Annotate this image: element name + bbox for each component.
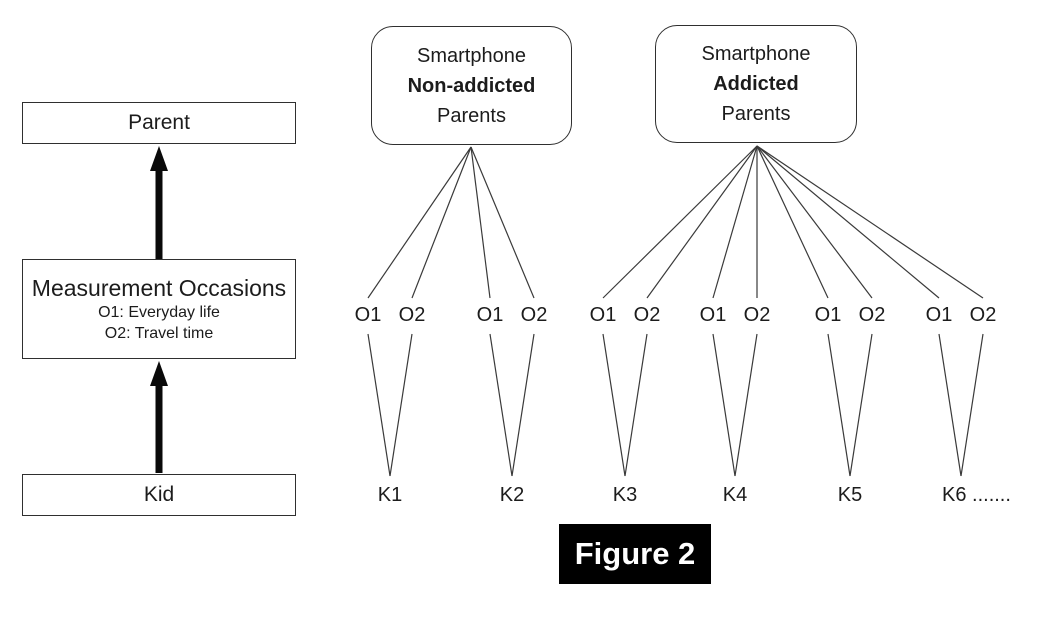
occasion-label-k5-o1: O1 bbox=[814, 304, 842, 326]
occasion-to-kid-line bbox=[489, 333, 513, 477]
occasion-to-kid-line bbox=[367, 333, 391, 477]
fan-line-group1 bbox=[367, 146, 472, 299]
up-arrow-measurement-to-parent bbox=[150, 146, 168, 259]
kid-label-k3: K3 bbox=[612, 484, 638, 506]
parent-label: Parent bbox=[128, 111, 190, 134]
group-addicted-parents-box: Smartphone Addicted Parents bbox=[655, 25, 857, 143]
occasion-label-k2-o1: O1 bbox=[476, 304, 504, 326]
occasion-label-k4-o2: O2 bbox=[743, 304, 771, 326]
fan-line-group1 bbox=[470, 146, 491, 299]
figure-caption-box: Figure 2 bbox=[559, 524, 711, 584]
group-non-addicted-parents-box: Smartphone Non-addicted Parents bbox=[371, 26, 572, 145]
occasion-to-kid-line bbox=[734, 333, 758, 477]
fan-line-group2 bbox=[756, 145, 940, 299]
occasion-to-kid-line bbox=[938, 333, 962, 477]
occasion-to-kid-line bbox=[624, 333, 648, 477]
fan-line-group2 bbox=[756, 145, 829, 299]
group2-title-line3: Parents bbox=[721, 103, 791, 125]
group1-title-line1: Smartphone bbox=[417, 44, 526, 67]
occasion-to-kid-line bbox=[602, 333, 626, 477]
kid-label-k6: K6 ....... bbox=[942, 484, 1011, 506]
occasion-to-kid-line bbox=[511, 333, 535, 477]
up-arrow-kid-to-measurement bbox=[150, 361, 168, 473]
kid-box: Kid bbox=[22, 474, 296, 516]
occasion-label-k1-o1: O1 bbox=[354, 304, 382, 326]
group1-title-line2: Non-addicted bbox=[407, 74, 536, 97]
fan-line-group2 bbox=[602, 145, 758, 299]
measurement-line-o2: O2: Travel time bbox=[104, 325, 214, 342]
group2-title-line1: Smartphone bbox=[701, 43, 811, 65]
occasion-to-kid-line bbox=[849, 333, 873, 477]
occasion-to-kid-line bbox=[827, 333, 851, 477]
fan-line-group2 bbox=[756, 145, 873, 299]
fan-line-group2 bbox=[756, 145, 984, 299]
fan-line-group1 bbox=[470, 146, 535, 299]
occasion-label-k5-o2: O2 bbox=[858, 304, 886, 326]
occasion-to-kid-line bbox=[712, 333, 736, 477]
kid-label-k5: K5 bbox=[837, 484, 863, 506]
occasion-label-k2-o2: O2 bbox=[520, 304, 548, 326]
occasion-to-kid-line bbox=[389, 333, 413, 477]
fan-line-group1 bbox=[411, 146, 472, 299]
occasion-label-k3-o2: O2 bbox=[633, 304, 661, 326]
occasion-to-kid-line bbox=[960, 333, 984, 477]
measurement-occasions-box: Measurement Occasions O1: Everyday life … bbox=[22, 259, 296, 359]
kid-label-k1: K1 bbox=[377, 484, 403, 506]
occasion-label-k6-o2: O2 bbox=[969, 304, 997, 326]
fan-line-group2 bbox=[712, 145, 758, 299]
kid-label: Kid bbox=[143, 483, 175, 506]
occasion-label-k4-o1: O1 bbox=[699, 304, 727, 326]
group2-title-line2: Addicted bbox=[713, 73, 799, 95]
fan-line-group2 bbox=[646, 145, 758, 299]
measurement-title: Measurement Occasions bbox=[31, 275, 287, 301]
figure-caption: Figure 2 bbox=[574, 536, 696, 571]
measurement-line-o1: O1: Everyday life bbox=[98, 304, 220, 321]
parent-box: Parent bbox=[22, 102, 296, 144]
kid-label-k2: K2 bbox=[499, 484, 525, 506]
occasion-label-k3-o1: O1 bbox=[589, 304, 617, 326]
group1-title-line3: Parents bbox=[437, 104, 506, 127]
connector-lines-group bbox=[367, 145, 984, 477]
occasion-label-k1-o2: O2 bbox=[398, 304, 426, 326]
occasion-label-k6-o1: O1 bbox=[925, 304, 953, 326]
kid-label-k4: K4 bbox=[722, 484, 748, 506]
